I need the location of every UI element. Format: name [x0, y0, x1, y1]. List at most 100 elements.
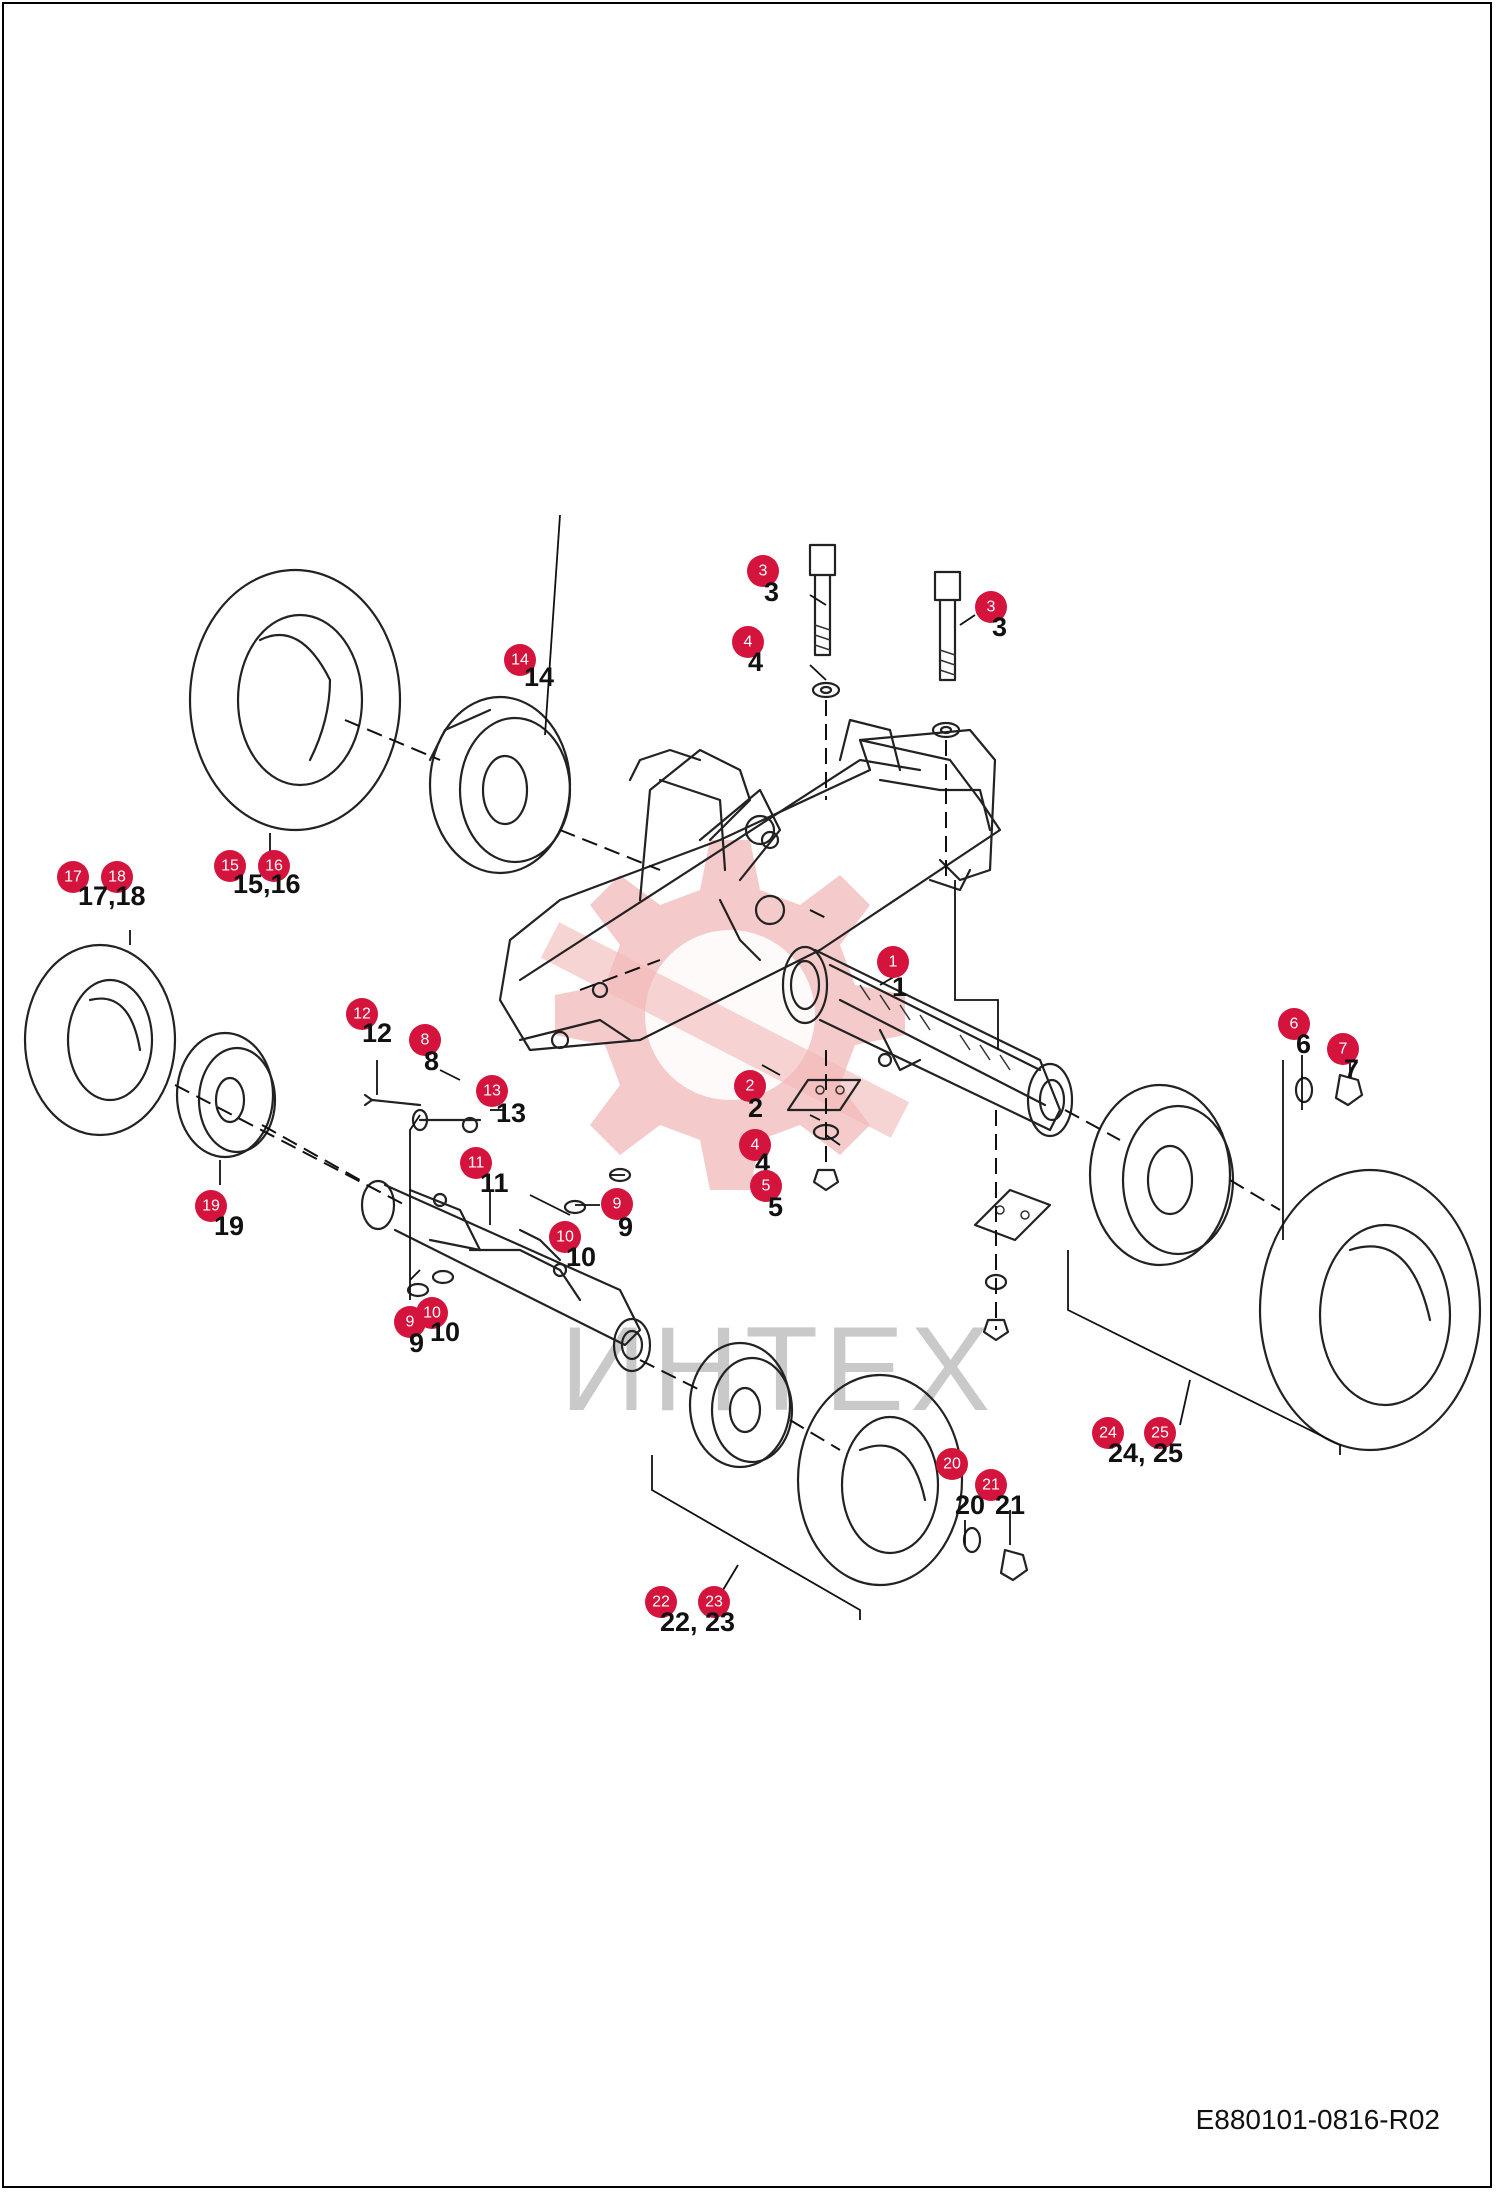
callout-label: 14 — [524, 662, 554, 692]
callout-badge — [1092, 1417, 1124, 1449]
callout-6[interactable]: 6 6 — [1278, 1008, 1311, 1059]
callout-badge-number: 15 — [221, 858, 239, 875]
callout-3-left[interactable]: 3 3 — [747, 555, 779, 607]
callout-badge-number: 17 — [64, 869, 82, 886]
callout-badge — [734, 1070, 766, 1102]
callout-badge-number: 19 — [202, 1198, 220, 1215]
callout-label: 8 — [424, 1046, 439, 1076]
callout-5[interactable]: 5 5 — [750, 1170, 783, 1222]
callout-label: 21 — [995, 1490, 1025, 1520]
callout-8[interactable]: 8 8 — [409, 1024, 441, 1076]
callout-19[interactable]: 19 19 — [195, 1190, 244, 1241]
callout-badge-number: 20 — [943, 1456, 961, 1473]
callout-label: 13 — [496, 1098, 526, 1128]
callout-label: 3 — [992, 612, 1007, 642]
callout-label: 15,16 — [233, 869, 301, 899]
callout-badge-number: 18 — [108, 869, 126, 886]
callout-badge — [57, 861, 89, 893]
callout-badge — [549, 1221, 581, 1253]
callout-badge — [936, 1448, 968, 1480]
tire-rear-right — [1258, 1168, 1482, 1452]
callout-20[interactable]: 20 20 — [936, 1448, 985, 1520]
callout-badge-number: 7 — [1339, 1041, 1348, 1058]
callout-badge-number: 11 — [468, 1155, 485, 1172]
callout-12[interactable]: 12 12 — [346, 998, 392, 1048]
chassis-frame — [498, 718, 1002, 1052]
callout-14[interactable]: 14 14 — [504, 644, 554, 692]
bolt-left — [808, 543, 837, 657]
callout-label: 11 — [480, 1168, 509, 1198]
callout-22-23[interactable]: 22 23 22, 23 — [645, 1586, 735, 1637]
callout-badge — [258, 850, 290, 882]
callout-badge — [1327, 1033, 1359, 1065]
callout-3-right[interactable]: 3 3 — [975, 591, 1007, 642]
watermark-gear-logo — [540, 840, 910, 1190]
callout-badge-number: 23 — [705, 1594, 723, 1611]
callout-4-upper[interactable]: 4 4 — [732, 626, 764, 677]
callout-badge-number: 14 — [511, 652, 529, 669]
callout-label: 5 — [768, 1192, 783, 1222]
callout-1[interactable]: 1 1 — [877, 946, 909, 1002]
callout-label: 12 — [362, 1018, 392, 1048]
callout-13[interactable]: 13 13 — [476, 1075, 526, 1128]
fasteners — [363, 681, 1364, 1582]
callout-badge — [504, 644, 536, 676]
callout-badge — [214, 850, 246, 882]
callout-badge-number: 16 — [265, 858, 283, 875]
callout-24-25[interactable]: 24 25 24, 25 — [1092, 1417, 1183, 1468]
callout-badge-number: 1 — [889, 954, 898, 971]
callout-badge — [409, 1024, 441, 1056]
callout-17-18[interactable]: 17 18 17,18 — [57, 861, 146, 911]
callouts: 1 1 2 2 3 3 3 3 4 4 — [57, 555, 1359, 1637]
callout-label: 1 — [892, 972, 907, 1002]
callout-badge-number: 13 — [483, 1083, 501, 1100]
callout-badge-number: 12 — [353, 1006, 371, 1023]
callout-label: 9 — [618, 1212, 633, 1242]
callout-badge — [732, 626, 764, 658]
callout-badge-number: 10 — [423, 1305, 441, 1322]
callout-label: 24, 25 — [1108, 1438, 1183, 1468]
callout-label: 2 — [748, 1093, 763, 1123]
callout-badge-number: 4 — [751, 1137, 760, 1154]
callout-badge — [975, 591, 1007, 623]
front-axle — [360, 1179, 652, 1373]
callout-10-left[interactable]: 10 10 — [416, 1297, 460, 1347]
tire-upper-left — [188, 568, 402, 832]
callout-10-right[interactable]: 10 10 — [549, 1221, 596, 1272]
callout-badge — [195, 1190, 227, 1222]
callout-badge — [645, 1586, 677, 1618]
drawing-code: E880101-0816-R02 — [1195, 2104, 1440, 2135]
callout-badge — [101, 861, 133, 893]
callout-badge — [1144, 1417, 1176, 1449]
callout-badge-number: 22 — [652, 1594, 670, 1611]
tire-front-right — [796, 1373, 964, 1587]
callout-badge — [416, 1297, 448, 1329]
callout-badge — [476, 1075, 508, 1107]
callout-15-16[interactable]: 15 16 15,16 — [214, 850, 301, 899]
callout-label: 19 — [214, 1211, 244, 1241]
callout-label: 7 — [1344, 1054, 1359, 1084]
callout-badge-number: 9 — [613, 1196, 622, 1213]
callout-badge-number: 8 — [421, 1032, 430, 1049]
callout-21[interactable]: 21 21 — [975, 1469, 1025, 1520]
callout-label: 6 — [1296, 1029, 1311, 1059]
callout-badge-number: 3 — [987, 599, 996, 616]
callout-7[interactable]: 7 7 — [1327, 1033, 1359, 1084]
rim-front-right — [688, 1341, 794, 1469]
callout-label: 3 — [764, 577, 779, 607]
tire-mid-left — [23, 943, 177, 1137]
callout-badge-number: 24 — [1099, 1425, 1117, 1442]
callout-badge — [750, 1170, 782, 1202]
callout-badge — [877, 946, 909, 978]
callout-badge-number: 10 — [556, 1229, 574, 1246]
callout-label: 22, 23 — [660, 1607, 735, 1637]
callout-9-right[interactable]: 9 9 — [601, 1188, 633, 1242]
rim-mid-left — [175, 1031, 277, 1159]
callout-2[interactable]: 2 2 — [734, 1070, 766, 1123]
callout-11[interactable]: 11 11 — [460, 1147, 509, 1198]
callout-label: 10 — [566, 1242, 596, 1272]
callout-badge — [739, 1129, 771, 1161]
